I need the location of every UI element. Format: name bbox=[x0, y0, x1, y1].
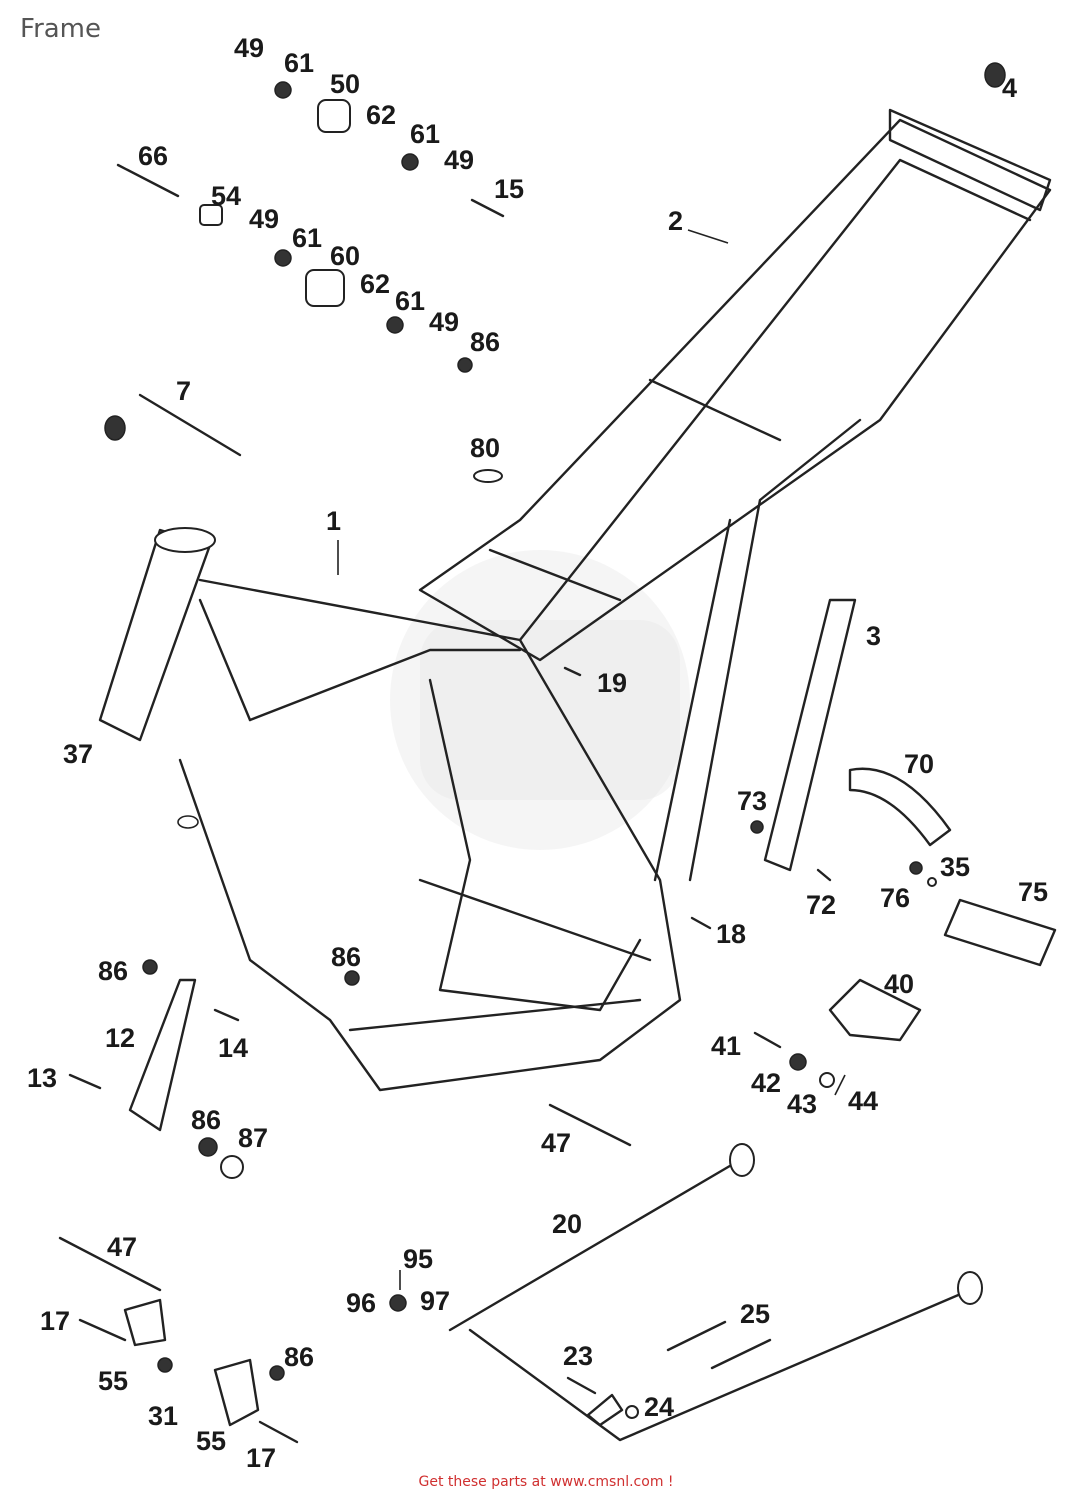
callout-19: 19 bbox=[597, 668, 627, 698]
callout-55b: 55 bbox=[196, 1426, 226, 1456]
callout-14: 14 bbox=[218, 1033, 248, 1063]
page-title: Frame bbox=[20, 14, 102, 44]
callout-80: 80 bbox=[470, 433, 500, 463]
callout-61b: 61 bbox=[410, 119, 440, 149]
callout-23: 23 bbox=[563, 1341, 593, 1371]
side-stand bbox=[448, 1143, 983, 1442]
callout-40: 40 bbox=[884, 969, 914, 999]
callout-60: 60 bbox=[330, 241, 360, 271]
callout-labels: 1 2 3 4 7 12 13 14 15 17 17 18 19 20 23 … bbox=[27, 33, 1048, 1473]
callout-50: 50 bbox=[330, 69, 360, 99]
callout-75: 75 bbox=[1018, 877, 1048, 907]
callout-62b: 62 bbox=[360, 269, 390, 299]
callout-47b: 47 bbox=[107, 1232, 137, 1262]
bracket-70 bbox=[848, 767, 952, 847]
callout-18: 18 bbox=[716, 919, 746, 949]
callout-41: 41 bbox=[711, 1031, 741, 1061]
callout-3: 3 bbox=[866, 621, 881, 651]
leader-lines bbox=[337, 229, 846, 1290]
callout-61c: 61 bbox=[292, 223, 322, 253]
footrest-75 bbox=[943, 898, 1057, 967]
callout-31: 31 bbox=[148, 1401, 178, 1431]
side-rail bbox=[763, 598, 857, 872]
callout-17a: 17 bbox=[40, 1306, 70, 1336]
callout-2: 2 bbox=[668, 206, 683, 236]
callout-61d: 61 bbox=[395, 286, 425, 316]
callout-95: 95 bbox=[403, 1244, 433, 1274]
callout-86d: 86 bbox=[191, 1105, 221, 1135]
callout-43: 43 bbox=[787, 1089, 817, 1119]
callout-17b: 17 bbox=[246, 1443, 276, 1473]
callout-25: 25 bbox=[740, 1299, 770, 1329]
callout-86e: 86 bbox=[284, 1342, 314, 1372]
callout-54: 54 bbox=[211, 181, 241, 211]
callout-44: 44 bbox=[848, 1086, 878, 1116]
callout-1: 1 bbox=[326, 506, 341, 536]
main-frame bbox=[98, 527, 682, 1092]
callout-86a: 86 bbox=[470, 327, 500, 357]
callout-4: 4 bbox=[1002, 73, 1017, 103]
callout-42: 42 bbox=[751, 1068, 781, 1098]
callout-47a: 47 bbox=[541, 1128, 571, 1158]
watermark bbox=[390, 550, 690, 850]
callout-12: 12 bbox=[105, 1023, 135, 1053]
callout-37: 37 bbox=[63, 739, 93, 769]
callout-86c: 86 bbox=[98, 956, 128, 986]
callout-49a: 49 bbox=[234, 33, 264, 63]
callout-7: 7 bbox=[176, 376, 191, 406]
callout-49c: 49 bbox=[249, 204, 279, 234]
callout-15: 15 bbox=[494, 174, 524, 204]
footer-link[interactable]: Get these parts at www.cmsnl.com ! bbox=[418, 1474, 674, 1490]
callout-72: 72 bbox=[806, 890, 836, 920]
callout-86b: 86 bbox=[331, 942, 361, 972]
callout-97: 97 bbox=[420, 1286, 450, 1316]
callout-87: 87 bbox=[238, 1123, 268, 1153]
callout-49b: 49 bbox=[444, 145, 474, 175]
callout-55a: 55 bbox=[98, 1366, 128, 1396]
callout-49d: 49 bbox=[429, 307, 459, 337]
callout-62a: 62 bbox=[366, 100, 396, 130]
callout-24: 24 bbox=[644, 1392, 674, 1422]
callout-20: 20 bbox=[552, 1209, 582, 1239]
hardware bbox=[58, 62, 1006, 1444]
callout-70: 70 bbox=[904, 749, 934, 779]
callout-66: 66 bbox=[138, 141, 168, 171]
callout-61a: 61 bbox=[284, 48, 314, 78]
callout-13: 13 bbox=[27, 1063, 57, 1093]
footpeg-40 bbox=[828, 978, 922, 1042]
callout-76: 76 bbox=[880, 883, 910, 913]
bracket-12 bbox=[128, 978, 197, 1132]
rear-subframe bbox=[418, 108, 1052, 882]
callout-35: 35 bbox=[940, 852, 970, 882]
callout-96: 96 bbox=[346, 1288, 376, 1318]
callout-73: 73 bbox=[737, 786, 767, 816]
